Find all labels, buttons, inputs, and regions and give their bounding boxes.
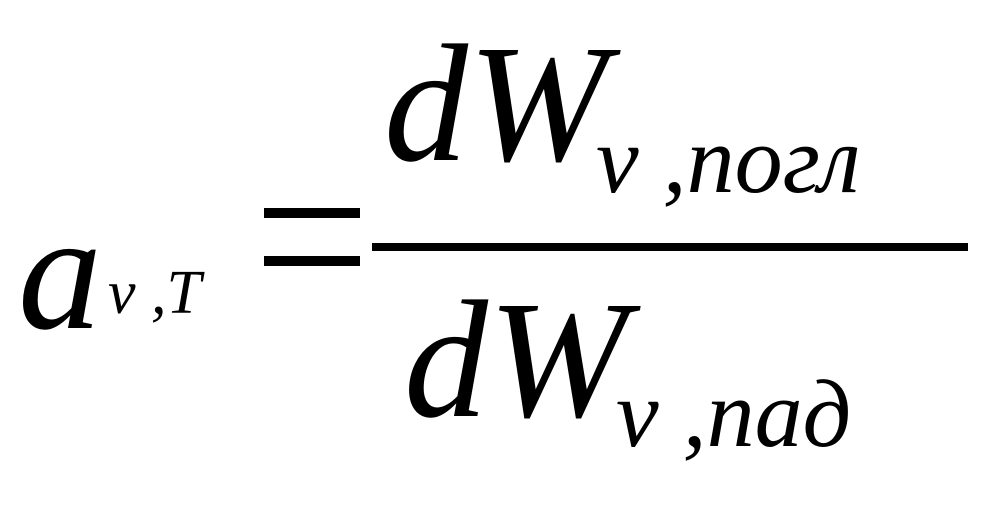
lhs-base: a bbox=[18, 179, 102, 365]
denominator-subscript: ν ,пад bbox=[616, 360, 852, 467]
fraction-line bbox=[372, 243, 968, 251]
numerator-subscript: ν ,погл bbox=[596, 106, 861, 213]
numerator-base: dW bbox=[384, 11, 608, 197]
equals-sign bbox=[264, 208, 360, 268]
equals-bar-top bbox=[264, 208, 360, 218]
denominator-base: dW bbox=[404, 267, 628, 453]
equals-bar-bottom bbox=[264, 256, 360, 266]
lhs-subscript: ν ,T bbox=[108, 259, 201, 327]
